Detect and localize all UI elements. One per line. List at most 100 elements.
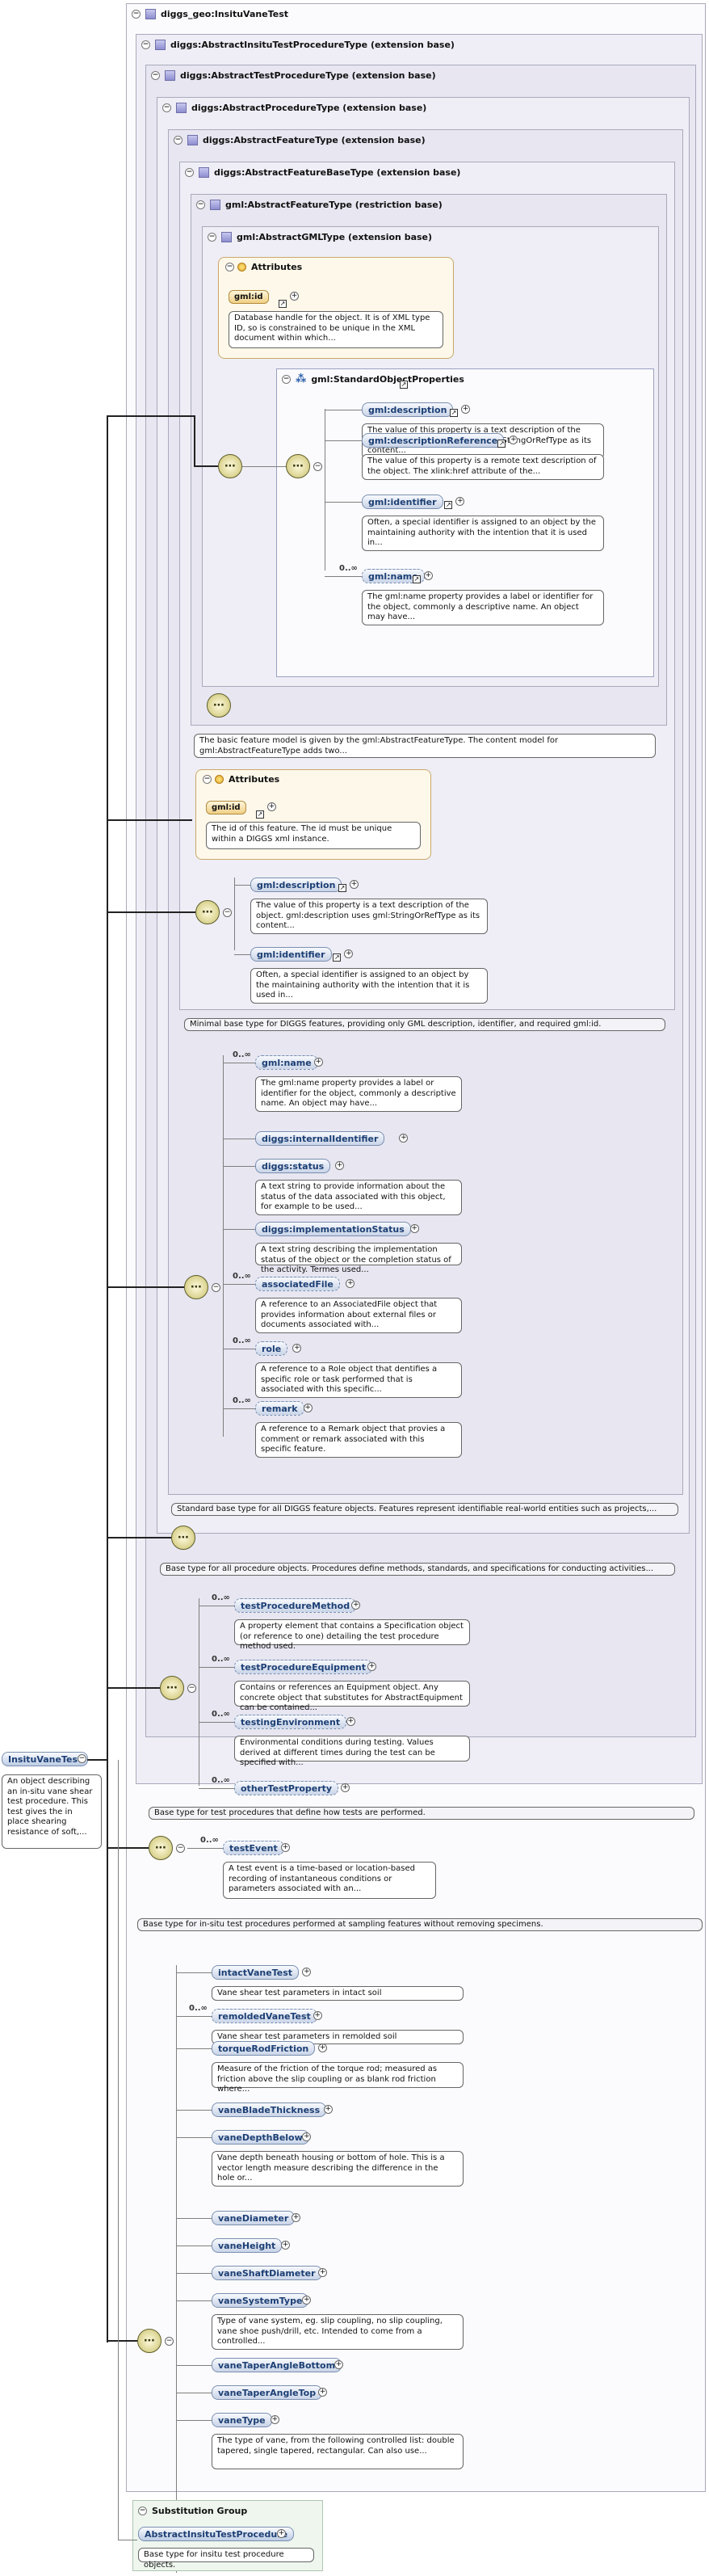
link-icon[interactable]: ↗ — [256, 810, 264, 819]
expand-icon[interactable]: + — [509, 436, 518, 444]
collapse-icon[interactable]: − — [313, 462, 322, 471]
expand-icon[interactable]: + — [461, 405, 470, 414]
sequence-icon[interactable]: ⋯ — [207, 693, 231, 718]
expand-icon[interactable]: + — [302, 2132, 312, 2141]
expand-icon[interactable]: + — [281, 2241, 290, 2250]
expand-icon[interactable]: + — [409, 1224, 419, 1233]
collapse-toggle-icon[interactable]: − — [185, 167, 194, 177]
element-othertestproperty[interactable]: otherTestProperty — [234, 1781, 339, 1795]
collapse-icon[interactable]: − — [176, 1844, 185, 1853]
element-torquerodfriction[interactable]: torqueRodFriction — [212, 2041, 316, 2056]
link-icon[interactable]: ↗ — [444, 501, 453, 509]
collapse-toggle-icon[interactable]: − — [174, 135, 182, 145]
sequence-icon[interactable]: ⋯ — [184, 1275, 208, 1299]
sequence-icon[interactable]: ⋯ — [149, 1836, 173, 1860]
element-role[interactable]: role — [255, 1341, 288, 1356]
element-gml-description[interactable]: gml:description — [250, 878, 342, 892]
element-diggs-status[interactable]: diggs:status — [255, 1159, 331, 1173]
element-vanetaperangletop[interactable]: vaneTaperAngleTop — [212, 2385, 323, 2400]
element-testprocedureequipment[interactable]: testProcedureEquipment — [234, 1660, 373, 1674]
element-vaneshaftdiameter[interactable]: vaneShaftDiameter — [212, 2266, 322, 2280]
expand-icon[interactable]: + — [267, 802, 276, 811]
expand-icon[interactable]: + — [423, 571, 433, 580]
element-testproceduremethod[interactable]: testProcedureMethod — [234, 1598, 357, 1613]
element-AbstractInsituTestProcedure[interactable]: AbstractInsituTestProcedure — [138, 2527, 295, 2541]
element-vanedepthbelow[interactable]: vaneDepthBelow — [212, 2130, 309, 2145]
collapse-toggle-icon[interactable]: − — [196, 200, 205, 209]
expand-icon[interactable]: + — [351, 1601, 361, 1610]
expand-icon[interactable]: + — [303, 1404, 313, 1412]
collapse-icon[interactable]: − — [165, 2337, 174, 2346]
expand-icon[interactable]: + — [318, 2388, 328, 2397]
element-testingenvironment[interactable]: testingEnvironment — [234, 1715, 347, 1729]
collapse-toggle-icon[interactable]: − — [151, 70, 160, 80]
gml-id-attribute[interactable]: gml:id — [206, 801, 246, 814]
expand-icon[interactable]: + — [318, 2044, 328, 2052]
collapse-toggle-icon[interactable]: − — [208, 232, 216, 242]
link-icon[interactable]: ↗ — [338, 884, 346, 892]
sequence-icon[interactable]: ⋯ — [218, 454, 242, 478]
sequence-icon[interactable]: ⋯ — [195, 900, 220, 924]
collapse-toggle-icon[interactable]: − — [282, 374, 291, 384]
link-icon[interactable]: ↗ — [279, 300, 287, 308]
element-testEvent[interactable]: testEvent — [223, 1841, 284, 1855]
element-InsituVaneTest[interactable]: InsituVaneTest — [2, 1752, 89, 1766]
element-gml-name[interactable]: gml:name — [255, 1055, 318, 1070]
collapse-toggle-icon[interactable]: − — [132, 9, 141, 19]
sequence-icon[interactable]: ⋯ — [286, 454, 310, 478]
element-gml-identifier[interactable]: gml:identifier — [362, 495, 443, 509]
sequence-icon[interactable]: ⋯ — [160, 1676, 184, 1700]
expand-icon[interactable]: + — [313, 2011, 322, 2020]
expand-icon[interactable]: + — [323, 2105, 333, 2114]
expand-icon[interactable]: + — [334, 2360, 343, 2369]
element-associatedfile[interactable]: associatedFile — [255, 1277, 340, 1291]
expand-icon[interactable]: + — [346, 1717, 355, 1726]
element-vanebladethickness[interactable]: vaneBladeThickness — [212, 2102, 327, 2117]
expand-icon[interactable]: + — [302, 2296, 312, 2305]
expand-icon[interactable]: + — [350, 880, 359, 889]
expand-icon[interactable]: + — [341, 1783, 350, 1792]
link-icon[interactable]: ↗ — [333, 953, 342, 962]
collapse-icon[interactable]: − — [212, 1283, 220, 1292]
element-gml-identifier[interactable]: gml:identifier — [250, 947, 332, 962]
expand-icon[interactable]: + — [277, 2529, 286, 2538]
element-vanetaperanglebottom[interactable]: vaneTaperAngleBottom — [212, 2358, 342, 2372]
element-diggs-implementationstatus[interactable]: diggs:implementationStatus — [255, 1222, 411, 1236]
link-icon[interactable]: ↗ — [412, 575, 421, 583]
link-icon[interactable]: ↗ — [450, 409, 458, 417]
element-gml-descriptionreference[interactable]: gml:descriptionReference — [362, 433, 505, 448]
element-remark[interactable]: remark — [255, 1401, 304, 1416]
expand-icon[interactable]: + — [270, 2415, 279, 2424]
expand-icon[interactable]: + — [290, 292, 299, 301]
sequence-icon[interactable]: ⋯ — [137, 2329, 162, 2353]
collapse-icon[interactable]: − — [223, 908, 232, 917]
expand-icon[interactable]: + — [335, 1161, 345, 1170]
expand-icon[interactable]: + — [344, 949, 354, 958]
expand-icon[interactable]: + — [281, 1843, 290, 1852]
expand-icon[interactable]: + — [318, 2268, 328, 2277]
element-vanediameter[interactable]: vaneDiameter — [212, 2211, 296, 2225]
element-vaneheight[interactable]: vaneHeight — [212, 2238, 283, 2253]
element-remoldedvanetest[interactable]: remoldedVaneTest — [212, 2009, 317, 2023]
collapse-toggle-icon[interactable]: − — [203, 775, 212, 784]
link-icon[interactable]: ↗ — [497, 440, 506, 448]
collapse-icon[interactable]: − — [78, 1754, 86, 1763]
element-vanesystemtype[interactable]: vaneSystemType — [212, 2293, 309, 2308]
sequence-icon[interactable]: ⋯ — [171, 1526, 195, 1550]
element-gml-description[interactable]: gml:description — [362, 402, 454, 417]
expand-icon[interactable]: + — [313, 1058, 323, 1067]
element-diggs-internalidentifier[interactable]: diggs:internalIdentifier — [255, 1131, 385, 1146]
link-icon[interactable]: ↗ — [400, 381, 408, 389]
collapse-toggle-icon[interactable]: − — [225, 263, 234, 271]
gml-id-attribute[interactable]: gml:id — [229, 290, 269, 304]
collapse-toggle-icon[interactable]: − — [138, 2506, 147, 2515]
element-gml-name[interactable]: gml:name — [362, 569, 425, 583]
expand-icon[interactable]: + — [399, 1134, 409, 1143]
collapse-toggle-icon[interactable]: − — [141, 40, 150, 49]
collapse-toggle-icon[interactable]: − — [162, 103, 171, 112]
expand-icon[interactable]: + — [455, 497, 465, 506]
element-vanetype[interactable]: vaneType — [212, 2413, 272, 2427]
expand-icon[interactable]: + — [302, 1968, 312, 1976]
expand-icon[interactable]: + — [292, 1344, 302, 1353]
element-intactvanetest[interactable]: intactVaneTest — [212, 1965, 299, 1980]
